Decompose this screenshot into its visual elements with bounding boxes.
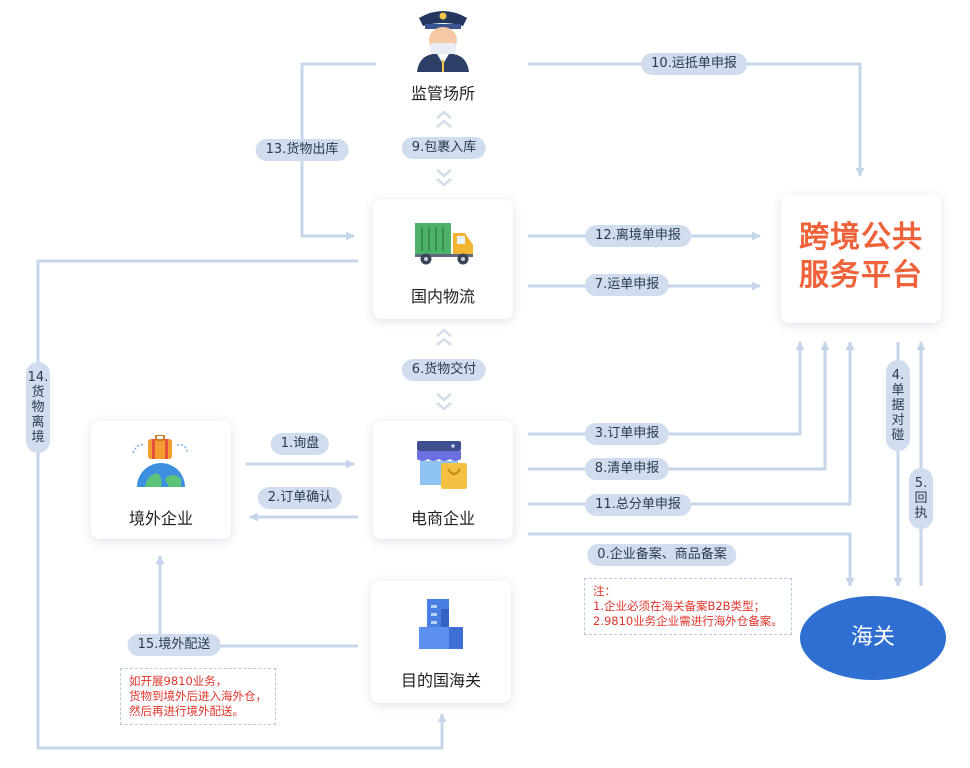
delivery-note-line: 货物到境外后进入海外仓， (129, 689, 267, 703)
node-platform: 跨境公共 服务平台 (781, 195, 941, 323)
dest-customs-label: 目的国海关 (400, 671, 481, 690)
flow-1-label: 1.询盘 (270, 433, 330, 455)
flow-6-label: 6.货物交付 (401, 359, 487, 381)
flow-2-label: 2.订单确认 (257, 487, 343, 509)
delivery-note-line: 如开展9810业务， (129, 674, 228, 688)
flow-14-label: 14.货物离境 (26, 362, 50, 453)
delivery-note-line: 然后再进行境外配送。 (129, 704, 244, 718)
customs-note-line: 1.企业必须在海关备案B2B类型； (593, 599, 766, 613)
ecommerce-label: 电商企业 (410, 509, 475, 528)
flow-0-label: 0.企业备案、商品备案 (587, 544, 737, 566)
platform-title-line1: 跨境公共 (799, 220, 923, 255)
flow-4-label: 4.单据对碰 (886, 360, 910, 451)
delivery-note: 如开展9810业务， 货物到境外后进入海外仓， 然后再进行境外配送。 (120, 668, 276, 725)
platform-title-line2: 服务平台 (799, 258, 923, 293)
overseas-label: 境外企业 (128, 509, 193, 528)
customs-note: 注： 1.企业必须在海关备案B2B类型； 2.9810业务企业需进行海外仓备案。 (584, 578, 792, 635)
supervision-label: 监管场所 (410, 84, 475, 103)
globe-luggage-icon (132, 435, 189, 487)
flow-9-label: 9.包裹入库 (401, 137, 487, 159)
customs-building-icon (419, 599, 463, 649)
customs-note-line: 2.9810业务企业需进行海外仓备案。 (593, 614, 783, 628)
officer-icon (417, 11, 469, 72)
flow-12-label: 12.离境单申报 (585, 225, 691, 247)
customs-note-line: 注： (593, 584, 616, 598)
flow-10-label: 10.运抵单申报 (641, 53, 747, 75)
node-logistics: 国内物流 (373, 199, 513, 319)
node-customs: 海关 (800, 596, 946, 680)
flow-7-label: 7.运单申报 (584, 274, 670, 296)
flow-13-label: 13.货物出库 (255, 139, 349, 161)
flow-5-label: 5.回执 (909, 468, 933, 529)
node-supervision: 监管场所 (376, 4, 510, 104)
flow-8-label: 8.清单申报 (584, 458, 670, 480)
truck-icon (415, 223, 473, 265)
shop-bag-icon (417, 441, 467, 489)
node-dest-customs: 目的国海关 (371, 581, 511, 703)
flow-15-label: 15.境外配送 (127, 634, 221, 656)
logistics-label: 国内物流 (410, 287, 475, 306)
node-ecommerce: 电商企业 (373, 421, 513, 539)
flow-11-label: 11.总分单申报 (585, 494, 691, 516)
flow-3-label: 3.订单申报 (584, 423, 670, 445)
node-overseas: 境外企业 (91, 421, 231, 539)
